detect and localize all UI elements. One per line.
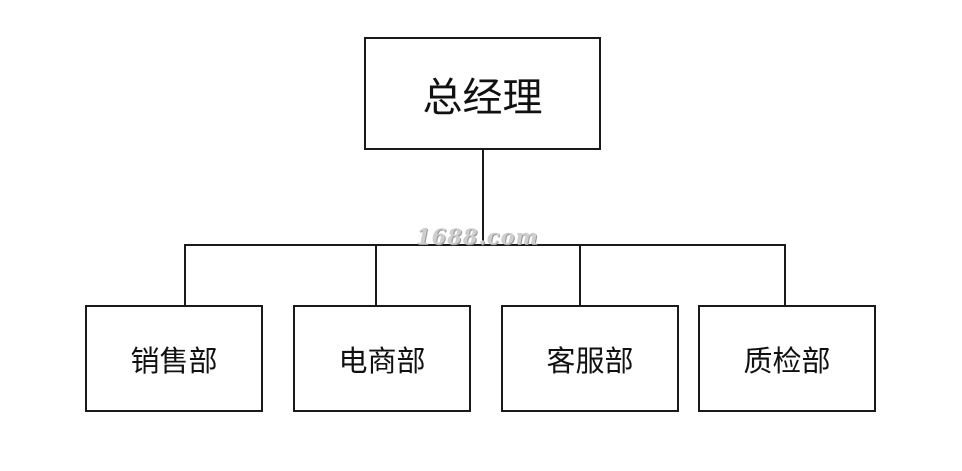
node-sales-department: 销售部 bbox=[85, 305, 263, 412]
node-customer-service-department-label: 客服部 bbox=[546, 343, 634, 378]
node-customer-service-department: 客服部 bbox=[501, 305, 679, 412]
node-ecommerce-department-label: 电商部 bbox=[338, 343, 426, 378]
watermark: 1688.com bbox=[416, 224, 539, 249]
connector-dept-1 bbox=[184, 244, 186, 305]
node-quality-inspection-department-label: 质检部 bbox=[743, 343, 831, 378]
node-ecommerce-department: 电商部 bbox=[293, 305, 471, 412]
connector-dept-2 bbox=[375, 244, 377, 305]
node-quality-inspection-department: 质检部 bbox=[698, 305, 876, 412]
connector-horizontal-bus bbox=[184, 244, 786, 246]
connector-dept-3 bbox=[579, 244, 581, 305]
node-general-manager: 总经理 bbox=[364, 37, 601, 150]
connector-root-down bbox=[482, 150, 484, 245]
connector-dept-4 bbox=[784, 244, 786, 305]
node-general-manager-label: 总经理 bbox=[422, 74, 543, 121]
node-sales-department-label: 销售部 bbox=[130, 343, 218, 378]
